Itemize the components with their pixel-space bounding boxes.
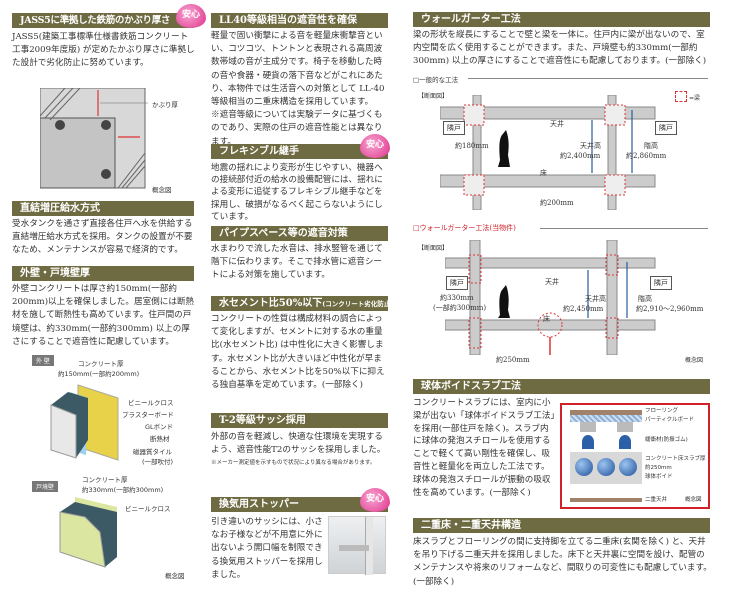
label-plaster-board: プラスターボード — [122, 411, 174, 419]
stopper-body: 引き違いのサッシには、小さなお子様などが不用意に外に出ないよう開口幅を制限できる… — [211, 517, 323, 580]
t2-sash-section: 外部の音を軽減し、快適な住環境を実現するよう、遮音性能T2のサッシを採用しました… — [211, 431, 391, 467]
cover-thickness-label: かぶり厚 — [152, 101, 178, 109]
party-concrete-label: コンクリート厚 — [82, 476, 128, 484]
void-slab-diagram — [560, 403, 710, 509]
pipe-space-body: 水まわりで流した水音は、排水竪管を通じて階下に伝わります。そこで排水管に遮音シー… — [211, 244, 383, 281]
label-slab-thickness: コンクリート床スラブ厚 — [645, 456, 706, 462]
ceiling-label: 天井 — [550, 120, 564, 128]
section-label: 【断面図】 — [418, 93, 449, 100]
ceiling-height-label: 天井高 — [580, 142, 601, 150]
floor-height-label: 階高 — [644, 142, 658, 150]
beam-legend-label: =梁 — [689, 95, 701, 102]
label-tile: 磁器質タイル — [133, 448, 172, 456]
wall-thickness-body: 外壁コンクリートは厚さ約150mm(一部約200mm)以上を確保しました。居室側… — [12, 284, 195, 347]
general-section-diagram — [440, 95, 656, 210]
void-slab-header: 球体ボイドスラブ工法 — [413, 379, 710, 394]
label-sphere-void: 球体ボイド — [645, 474, 673, 480]
slab-thickness-label: 約200mm — [540, 199, 574, 207]
water-cement-header: 水セメント比50%以下(コンクリート劣化防止対策) — [211, 296, 388, 311]
caption: 概念図 — [685, 497, 702, 503]
t2-sash-note: ※メーカー測定値を示すもので状況により異なる場合があります。 — [211, 460, 376, 467]
exterior-wall-diagram — [50, 384, 119, 461]
this-property-heading: □ウォールガーター工法(当物件) — [413, 224, 516, 232]
caption: 概念図 — [165, 572, 185, 580]
anshin-heart-icon: 安心 — [176, 4, 206, 28]
double-floor-header: 二重床・二重天井構造 — [413, 518, 710, 533]
beam-legend-icon — [675, 91, 687, 102]
header-subtext: (コンクリート劣化防止対策) — [322, 300, 388, 308]
stopper-photo — [328, 516, 386, 575]
label-tile-note: (一部吹付) — [142, 458, 174, 466]
rebar-cover-diagram — [40, 88, 148, 189]
concrete-thickness-value: 約150mm(一部約200mm) — [58, 370, 140, 378]
wall-girder-header: ウォールガーター工法 — [413, 12, 710, 27]
ceiling-height-label: 天井高 — [585, 295, 606, 303]
ceiling-height-value: 約2,400mm — [560, 152, 601, 160]
void-slab-body: コンクリートスラブには、室内に小梁が出ない「球体ボイドスラブ工法」を採用(一部住… — [413, 398, 555, 498]
label-slab-value: 約250mm — [645, 465, 672, 471]
double-floor-body: 床スラブとフローリングの間に支持脚を立てる二重床(玄関を除く) と、天井を吊り下… — [413, 537, 712, 587]
label-insulation: 断熱材 — [150, 435, 170, 443]
water-cement-body: コンクリートの性質は構成材料の調合によって変化しますが、セメントに対する水の重量… — [211, 314, 385, 391]
ll40-body: 軽量で固い衝撃による音を軽量床衝撃音といい、コツコツ、トントンと表現される高周波… — [211, 31, 385, 108]
t2-sash-body: 外部の音を軽減し、快適な住環境を実現するよう、遮音性能T2のサッシを採用しました… — [211, 432, 386, 456]
general-method-heading: □一般的な工法 — [413, 76, 459, 84]
pipe-space-header: パイプスペース等の遮音対策 — [211, 226, 388, 241]
party-concrete-value: 約330mm(一部約300mm) — [82, 486, 164, 494]
floor-label: 床 — [543, 315, 550, 323]
water-supply-body: 受水タンクを通さず直接各住戸へ水を供給する直結増圧給水方式を採用。タンクの設置が… — [12, 219, 193, 256]
wall-girder-body: 梁の形状を縦長にすることで壁と梁を一体に。住戸内に梁が出ないので、室内空間を広く… — [413, 30, 707, 67]
wall-thickness-label: 約330mm — [440, 294, 474, 302]
t2-sash-header: T-2等級サッシ採用 — [211, 413, 388, 428]
party-wall-tag: 戸境壁 — [32, 481, 59, 492]
exterior-wall-tag: 外 壁 — [32, 355, 54, 366]
concrete-thickness-label: コンクリート厚 — [78, 360, 124, 368]
wall-girder-section-diagram — [445, 240, 656, 355]
label-cushion: 緩衝材(防振ゴム) — [645, 437, 688, 443]
neighbor-unit-label: 隣戸 — [650, 276, 672, 290]
wall-thickness-header: 外壁・戸境壁厚 — [12, 266, 194, 281]
ll40-header: LL40等級相当の遮音性を確保 — [211, 13, 388, 28]
ceiling-label: 天井 — [545, 278, 559, 286]
neighbor-unit-label: 隣戸 — [655, 121, 677, 135]
wall-thickness-sub: (一部約300mm) — [433, 304, 487, 312]
label-double-ceiling: 二重天井 — [645, 497, 668, 503]
section-label: 【断面図】 — [418, 245, 449, 252]
wall-thickness-label: 約180mm — [455, 142, 489, 150]
ceiling-height-value: 約2,450mm — [563, 305, 604, 313]
label-particle-board: パーティクルボード — [645, 417, 695, 423]
party-vinyl-label: ビニールクロス — [125, 505, 171, 513]
slab-thickness-label: 約250mm — [496, 356, 530, 364]
label-vinyl-cloth: ビニールクロス — [128, 399, 174, 407]
label-gl-bond: GLボンド — [145, 423, 174, 431]
caption: 概念図 — [152, 186, 172, 194]
ll40-section: 軽量で固い衝撃による音を軽量床衝撃音といい、コツコツ、トントンと表現される高周波… — [211, 30, 389, 149]
flexible-joint-body: 地震の揺れにより変形が生じやすい、機器への接続部付近の給水の設備配管には、揺れに… — [211, 163, 383, 222]
floor-height-label: 階高 — [638, 295, 652, 303]
neighbor-unit-label: 隣戸 — [443, 121, 465, 135]
floor-label: 床 — [540, 169, 547, 177]
ll40-note: ※遮音等級については実験データに基づくものであり、実際の住戸の遮音性能とは異なり… — [211, 110, 383, 147]
neighbor-unit-label: 隣戸 — [446, 276, 468, 290]
jass5-body: JASS5(建築工事標準仕様書鉄筋コンクリート工事2009年度版) が定めたかぶ… — [12, 32, 195, 69]
jass5-header: JASS5に準拠した鉄筋のかぶり厚さ — [12, 13, 194, 28]
water-supply-header: 直結増圧給水方式 — [12, 201, 194, 216]
floor-height-value: 約2,910〜2,960mm — [636, 305, 704, 313]
stopper-header: 換気用ストッパー — [211, 497, 388, 512]
party-wall-diagram — [59, 497, 117, 568]
caption: 概念図 — [685, 357, 704, 364]
flexible-joint-header: フレキシブル継手 — [211, 144, 388, 159]
header-text: 水セメント比50%以下 — [219, 298, 323, 309]
anshin-heart-icon: 安心 — [360, 134, 390, 158]
anshin-heart-icon: 安心 — [360, 488, 390, 512]
label-flooring: フローリング — [645, 408, 679, 414]
floor-height-value: 約2,860mm — [626, 152, 667, 160]
